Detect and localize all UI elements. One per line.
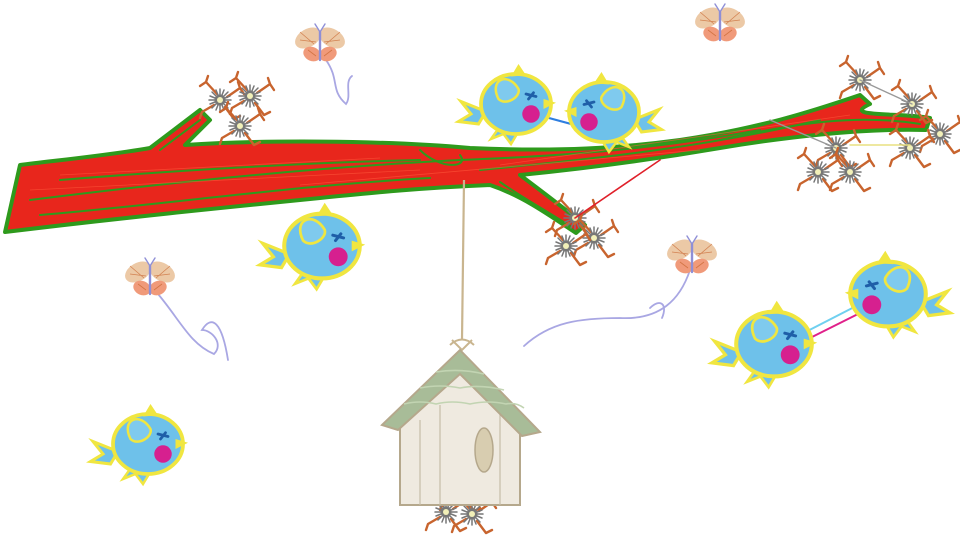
butterfly-icon bbox=[120, 2, 750, 361]
tree-branch bbox=[3, 93, 932, 235]
birdhouse-icon bbox=[380, 179, 542, 506]
